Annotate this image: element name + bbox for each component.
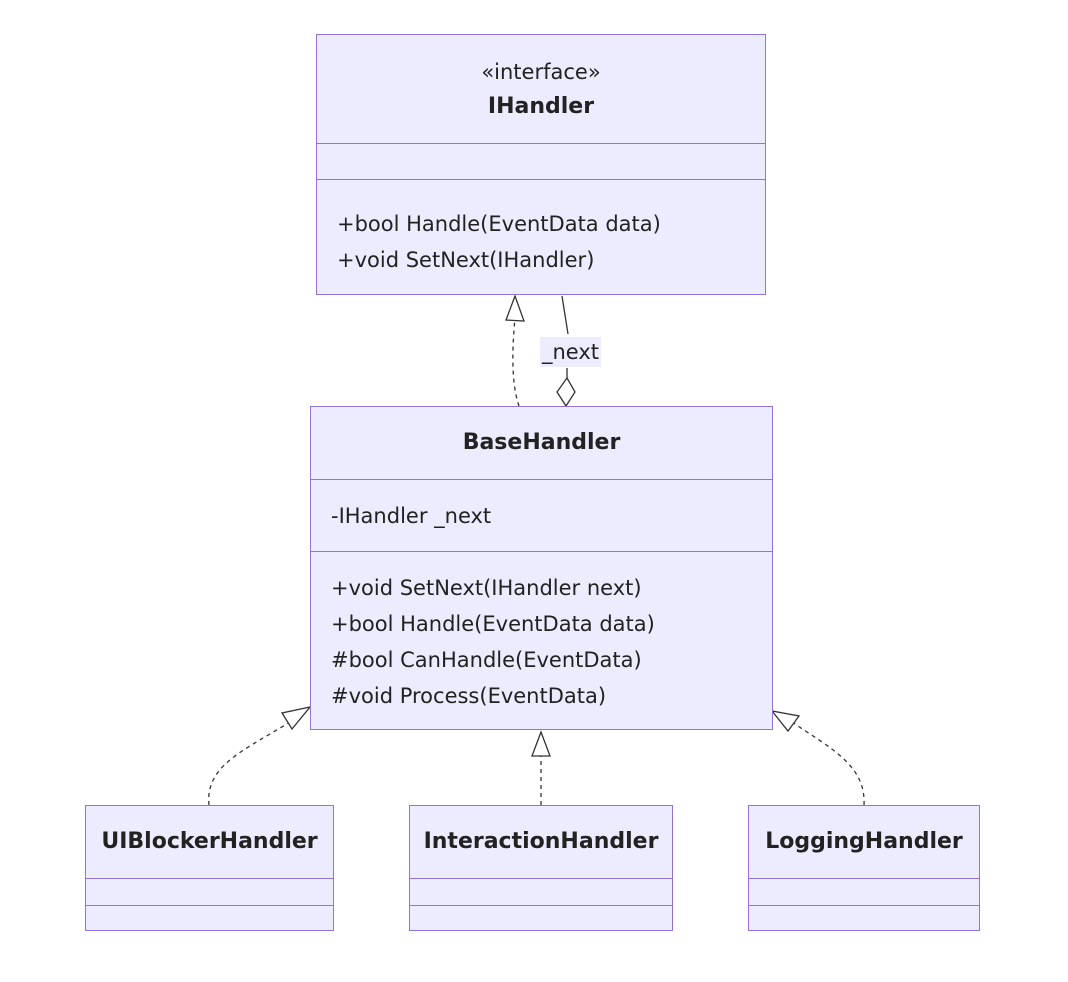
realization-arrowhead — [505, 294, 525, 322]
class-methods — [86, 905, 333, 930]
class-logginghandler[interactable]: LoggingHandler — [748, 805, 980, 931]
realization-arrowhead — [770, 710, 801, 733]
class-attributes: -IHandler _next — [311, 479, 772, 551]
realization-arrowhead — [531, 730, 551, 757]
class-attributes — [86, 878, 333, 905]
class-ihandler[interactable]: «interface» IHandler +bool Handle(EventD… — [316, 34, 766, 295]
class-methods — [749, 905, 979, 930]
class-methods: +bool Handle(EventData data) +void SetNe… — [317, 179, 765, 294]
method: +void SetNext(IHandler) — [337, 248, 595, 272]
class-header: InteractionHandler — [410, 806, 672, 878]
class-header: BaseHandler — [311, 407, 772, 479]
class-name: UIBlockerHandler — [101, 829, 318, 854]
edge-uiblocker-realizes-basehandler — [208, 721, 291, 806]
aggregation-label: _next — [540, 337, 601, 367]
class-name: InteractionHandler — [423, 829, 659, 854]
class-uiblockerhandler[interactable]: UIBlockerHandler — [85, 805, 334, 931]
method: +void SetNext(IHandler next) — [331, 576, 642, 600]
class-name: LoggingHandler — [765, 829, 963, 854]
class-attributes — [317, 143, 765, 179]
attribute: -IHandler _next — [331, 504, 492, 528]
method: #bool CanHandle(EventData) — [331, 648, 642, 672]
edge-aggregation-next — [561, 295, 569, 378]
class-header: LoggingHandler — [749, 806, 979, 878]
class-interactionhandler[interactable]: InteractionHandler — [409, 805, 673, 931]
class-methods: +void SetNext(IHandler next) +bool Handl… — [311, 551, 772, 729]
class-basehandler[interactable]: BaseHandler -IHandler _next +void SetNex… — [310, 406, 773, 730]
class-name: BaseHandler — [462, 430, 621, 455]
class-attributes — [410, 878, 672, 905]
class-header: «interface» IHandler — [317, 35, 765, 143]
class-stereotype: «interface» — [481, 60, 601, 84]
method: +bool Handle(EventData data) — [331, 612, 655, 636]
edge-basehandler-realizes-ihandler — [512, 317, 520, 407]
class-header: UIBlockerHandler — [86, 806, 333, 878]
edge-logging-realizes-basehandler — [791, 721, 865, 806]
class-methods — [410, 905, 672, 930]
method: #void Process(EventData) — [331, 684, 607, 708]
aggregation-diamond — [556, 376, 576, 408]
class-attributes — [749, 878, 979, 905]
method: +bool Handle(EventData data) — [337, 212, 661, 236]
class-name: IHandler — [487, 94, 595, 119]
realization-arrowhead — [280, 705, 312, 731]
